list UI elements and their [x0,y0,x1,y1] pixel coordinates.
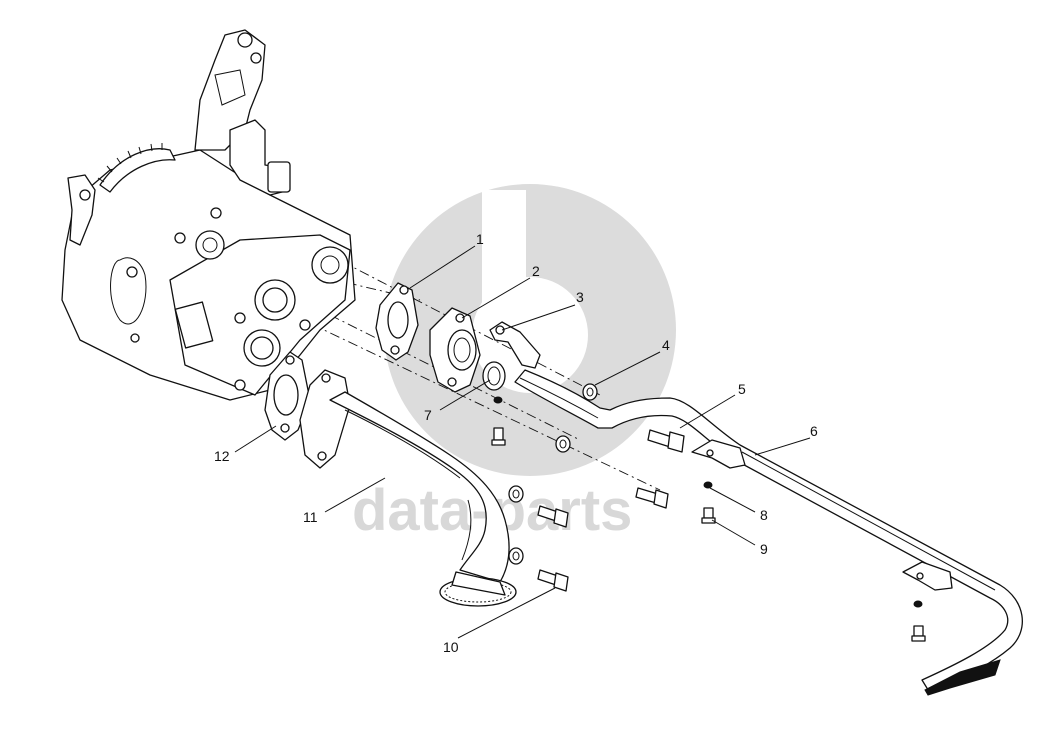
part-9-bolts [701,507,926,642]
part-12-gasket [264,351,311,441]
callout-11: 11 [303,509,318,525]
part-2-flange [429,307,481,393]
part-5-bolts [537,429,685,592]
part-11-suction-pipe [299,369,510,583]
callout-10: 10 [443,639,459,655]
part-10-strainer [439,571,517,607]
watermark-logo: data-parts [352,184,676,543]
part-3-bracket [489,321,541,369]
part-8-washers [703,481,923,608]
callout-5: 5 [738,381,746,397]
callout-7: 7 [424,407,432,423]
leader-lines [234,245,811,639]
part-7-o-ring [482,361,506,391]
oil-pump-assembly [61,29,356,401]
callout-1: 1 [476,231,484,247]
callout-6: 6 [810,423,818,439]
part-1-gasket [375,282,419,361]
callout-9: 9 [760,541,768,557]
part-4-washers [508,383,598,565]
callout-4: 4 [662,337,670,353]
callout-12: 12 [214,448,230,464]
callout-2: 2 [532,263,540,279]
callout-labels: 1 2 3 4 5 6 7 8 9 10 11 12 [214,231,818,655]
callout-8: 8 [760,507,768,523]
callout-3: 3 [576,289,584,305]
part-6-oil-pipe [514,369,1023,696]
bracket-fasteners [491,396,506,446]
